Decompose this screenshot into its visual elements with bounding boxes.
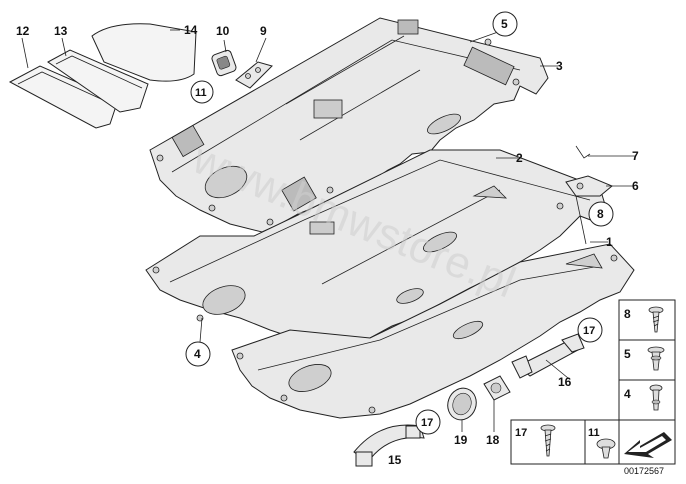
cover-19[interactable] [443, 384, 480, 424]
callout-17b: 17 [421, 417, 433, 429]
legend-label-17: 17 [515, 427, 527, 439]
callout-16: 16 [558, 375, 572, 389]
callout-14: 14 [184, 23, 198, 37]
legend-label-5: 5 [624, 347, 631, 361]
callout-9: 9 [260, 24, 267, 38]
headliner-2[interactable] [145, 149, 607, 345]
clip-icon [596, 438, 616, 459]
callout-19: 19 [454, 433, 468, 447]
callout-13: 13 [54, 24, 68, 38]
cover-panel-14[interactable] [91, 23, 197, 82]
clip-10[interactable] [211, 49, 237, 77]
callout-18: 18 [486, 433, 500, 447]
direction-arrow-icon [624, 432, 672, 458]
light-cover-6[interactable] [565, 175, 613, 197]
callouts: 12 13 14 10 9 11 5 3 2 7 6 8 1 4 17 16 1… [16, 11, 639, 467]
cover-panel-13[interactable] [47, 49, 149, 113]
callout-17a: 17 [583, 325, 595, 337]
callout-11: 11 [195, 87, 207, 99]
headliner-1[interactable] [231, 243, 635, 419]
expanding-rivet-icon [649, 384, 663, 411]
bracket-9[interactable] [235, 61, 273, 89]
cover-panel-12[interactable] [8, 65, 119, 129]
leader-lines [21, 29, 636, 432]
wire-7[interactable] [575, 145, 591, 159]
document-number: 00172567 [624, 466, 664, 476]
headliner-3[interactable] [149, 17, 549, 233]
callout-8: 8 [597, 207, 604, 221]
screw-icon [540, 424, 556, 457]
callout-3: 3 [556, 59, 563, 73]
handle-15[interactable] [353, 424, 425, 467]
callout-7: 7 [632, 149, 639, 163]
callout-10: 10 [216, 24, 230, 38]
legend-label-8: 8 [624, 307, 631, 321]
callout-2: 2 [516, 151, 523, 165]
fastener-legend: 8 5 4 17 11 [510, 299, 676, 465]
callout-6: 6 [632, 179, 639, 193]
legend-label-4: 4 [624, 387, 631, 401]
screw-icon [648, 306, 664, 333]
callout-5: 5 [501, 17, 508, 31]
legend-label-11: 11 [588, 427, 600, 439]
callout-12: 12 [16, 24, 30, 38]
callout-4: 4 [194, 347, 201, 361]
grab-handle-16[interactable] [511, 333, 585, 379]
expanding-rivet-icon [647, 346, 665, 371]
callout-1: 1 [606, 235, 613, 249]
callout-15: 15 [388, 453, 402, 467]
cap-18[interactable] [483, 375, 511, 401]
